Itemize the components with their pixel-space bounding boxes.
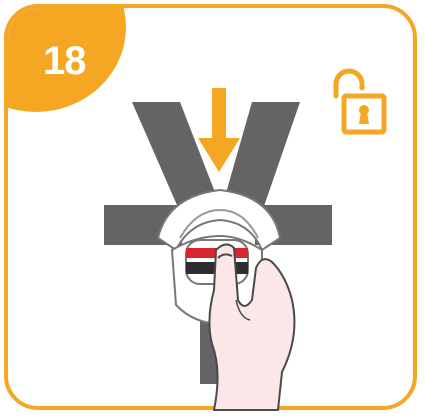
arrow-down-icon bbox=[198, 88, 240, 172]
